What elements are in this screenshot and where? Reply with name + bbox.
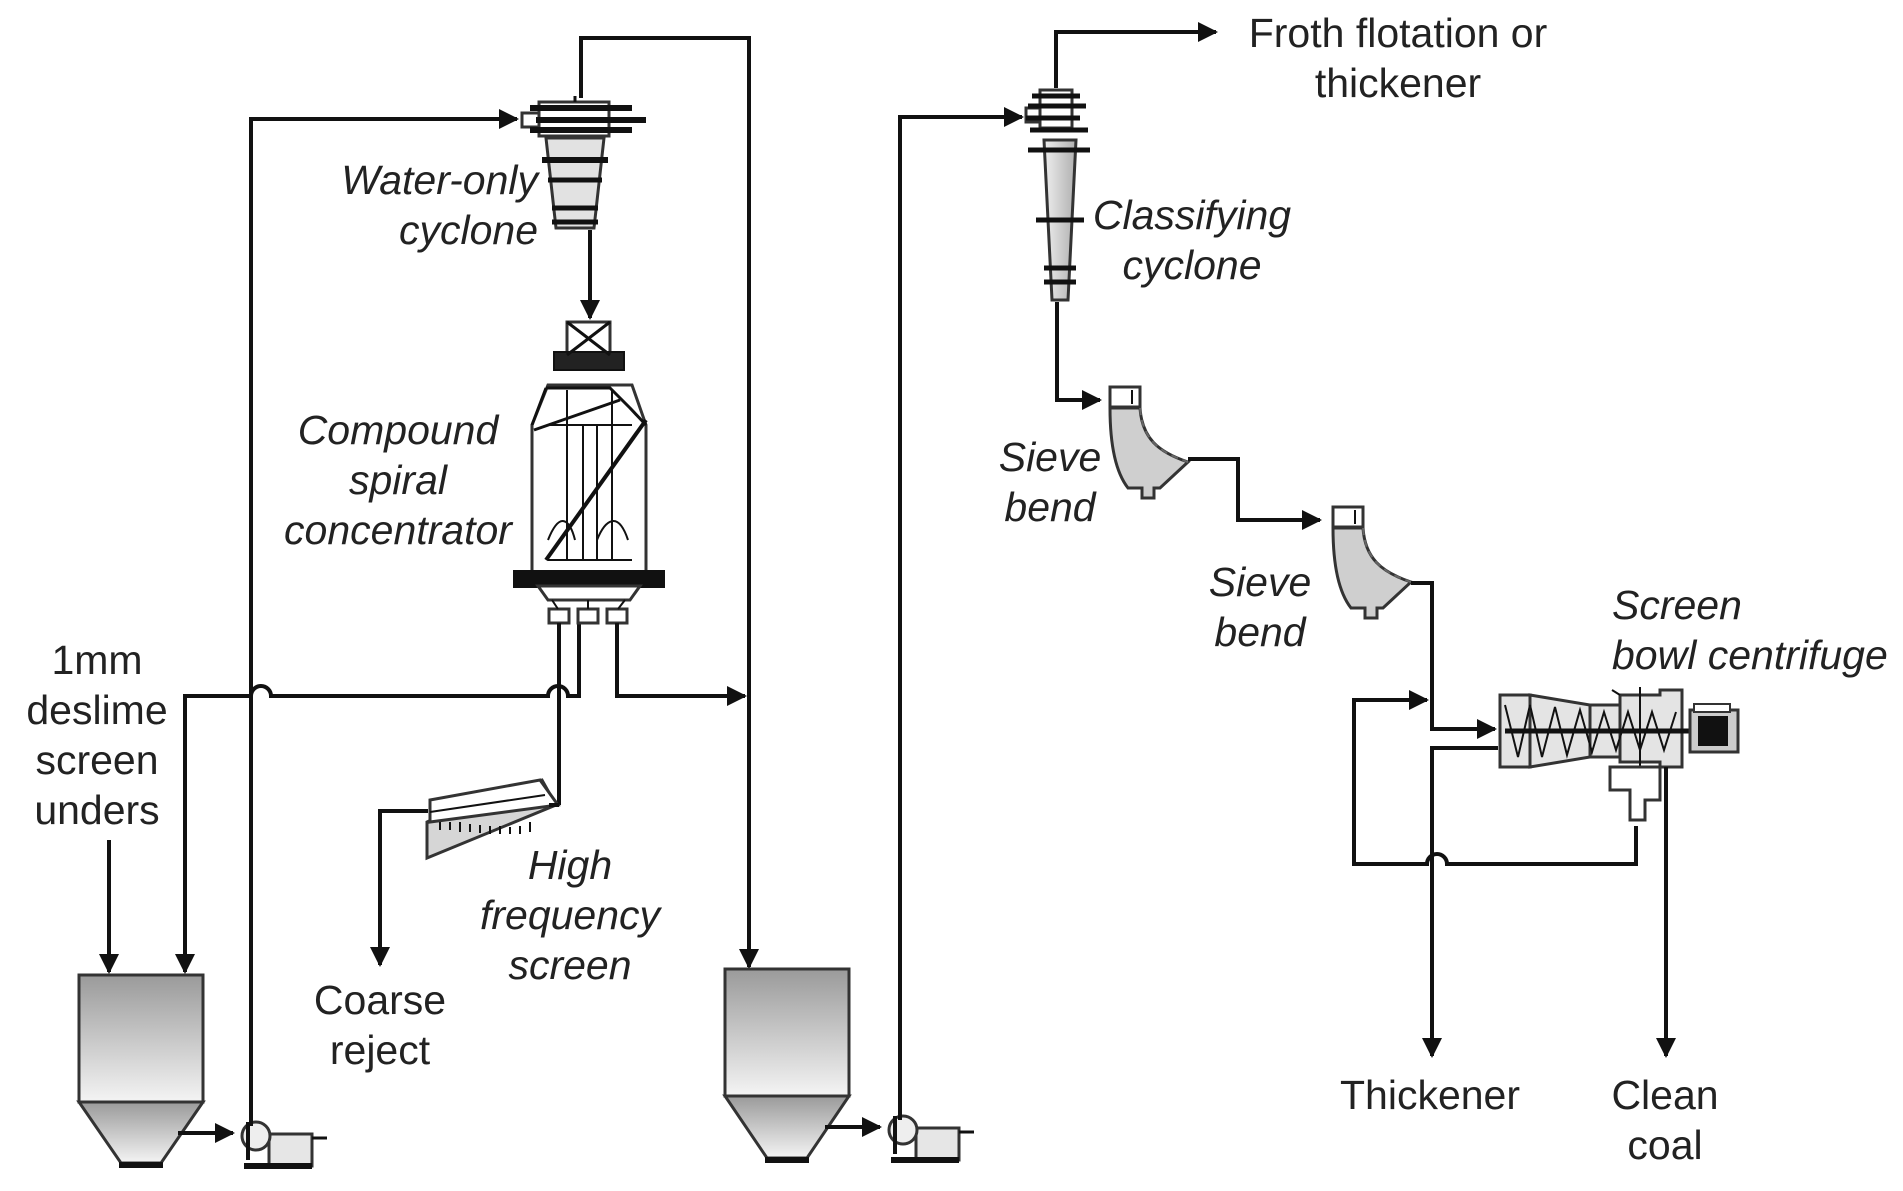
product-pump [887,1114,974,1163]
high-frequency-screen [425,778,561,861]
classifying-cyclone-label: Classifying cyclone [1092,192,1292,288]
feed-pump [240,1120,327,1169]
compound-spiral-concentrator [513,320,665,625]
screen-bowl-centrifuge-label: Screen bowl centrifuge [1612,582,1888,678]
sieve-bend-1-label: Sieve bend [998,434,1102,530]
classifying-cyclone [1024,88,1090,302]
coarse-reject-label: Coarse reject [313,977,447,1073]
froth-flotation-label: Froth flotation or thickener [1248,10,1548,106]
sieve-bend-2 [1331,505,1414,620]
thickener-label: Thickener [1339,1072,1520,1118]
feed-sump-tank [76,973,206,1168]
water-only-cyclone [520,96,646,230]
clean-coal-label: Clean coal [1611,1072,1719,1168]
high-frequency-screen-label: High frequency screen [479,842,661,988]
screen-bowl-centrifuge [1498,687,1740,822]
sieve-bend-2-label: Sieve bend [1208,559,1312,655]
deslime-screen-unders-label: 1mm deslime screen unders [26,637,168,833]
water-only-cyclone-label: Water-only cyclone [341,157,538,253]
product-sump-tank [722,967,852,1163]
sieve-bend-1 [1108,385,1191,500]
compound-spiral-label: Compound spiral concentrator [284,407,512,553]
